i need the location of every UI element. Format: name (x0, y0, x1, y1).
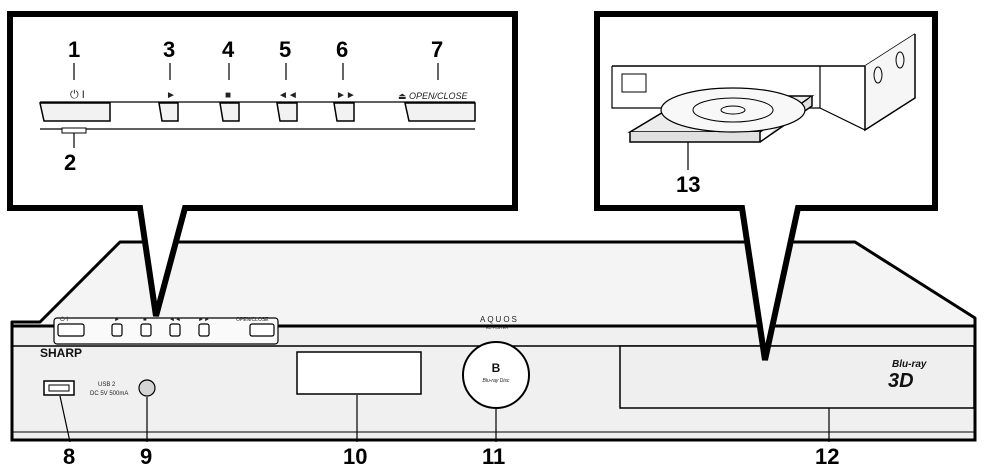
open-close-button-small[interactable] (249, 323, 275, 337)
fast-forward-button-small[interactable] (198, 323, 210, 337)
play-button[interactable] (158, 102, 179, 122)
brand-logo: SHARP (40, 346, 82, 360)
callout-4: 4 (222, 37, 235, 62)
callout-3: 3 (163, 37, 175, 62)
player-body (10, 240, 977, 442)
fast-forward-button[interactable] (333, 102, 355, 122)
callout-1: 1 (68, 37, 80, 62)
usb-port[interactable] (43, 380, 75, 396)
callout-13: 13 (676, 172, 700, 197)
bluray-disc-logo-icon: B Blu-ray Disc (462, 341, 530, 409)
svg-text:►: ► (114, 317, 120, 323)
bluray-3d-logo-3d: 3D (888, 370, 914, 392)
rewind-button[interactable] (276, 102, 298, 122)
stop-icon: ■ (225, 90, 231, 101)
aquos-logo: AQUOS (480, 315, 519, 324)
buttons-zoom-callout (7, 11, 518, 317)
stop-button[interactable] (219, 102, 240, 122)
callout-9: 9 (140, 444, 152, 469)
callout-11: 11 (482, 444, 505, 469)
usb-label: USB 2 (98, 382, 116, 388)
stop-button-small[interactable] (140, 323, 152, 337)
power-standby-icon: ⏻ I (70, 89, 85, 101)
front-panel-display (296, 351, 422, 395)
svg-text:►►: ►► (198, 317, 210, 323)
eject-icon: ⏏ (398, 91, 407, 101)
rewind-button-small[interactable] (169, 323, 181, 337)
open-close-small-label: OPEN/CLOSE (236, 317, 269, 323)
power-button[interactable] (39, 102, 111, 122)
front-button-panel: ⏻ I ► ■ ◄◄ ►► OPEN/CLOSE (53, 316, 279, 345)
disc-tray-door (619, 345, 975, 409)
svg-text:◄◄: ◄◄ (169, 317, 181, 323)
callout-7: 7 (431, 37, 443, 62)
svg-text:Blu-ray Disc: Blu-ray Disc (483, 378, 510, 384)
power-button-small[interactable] (57, 323, 85, 337)
callout-8: 8 (63, 444, 75, 469)
open-close-button[interactable] (404, 102, 476, 122)
disc-tray-illustration (611, 33, 916, 143)
callout-10: 10 (343, 444, 367, 469)
svg-text:B: B (492, 361, 501, 375)
svg-text:■: ■ (143, 317, 147, 323)
remote-sensor (138, 379, 156, 397)
callout-5: 5 (279, 37, 291, 62)
callout-12: 12 (815, 444, 839, 469)
usb-power-label: DC 5V 500mA (90, 391, 128, 397)
open-close-label: OPEN/CLOSE (409, 91, 469, 101)
svg-text:⏻ I: ⏻ I (60, 316, 68, 323)
callout-2: 2 (64, 150, 76, 175)
callout-6: 6 (336, 37, 348, 62)
bluray-3d-logo-text: Blu-ray (892, 359, 927, 370)
play-icon: ► (166, 90, 176, 101)
rewind-icon: ◄◄ (278, 90, 298, 101)
fast-forward-icon: ►► (336, 90, 356, 101)
bd-player-label: BD PLAYER (486, 325, 508, 330)
play-button-small[interactable] (111, 323, 123, 337)
